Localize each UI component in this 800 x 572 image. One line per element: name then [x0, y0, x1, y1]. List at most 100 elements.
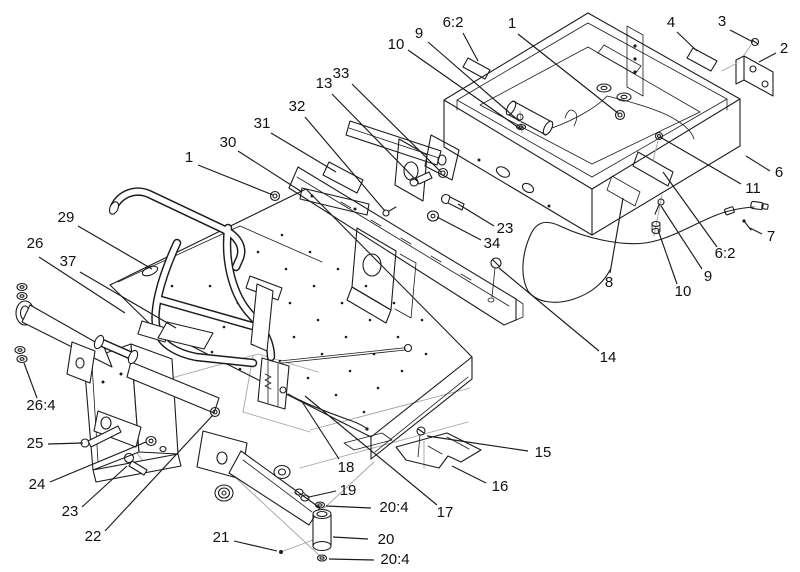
leader-line-23-29: [81, 465, 128, 508]
perforation-dot: [368, 318, 372, 322]
perforation-dot: [424, 352, 428, 356]
perforation-dot: [306, 376, 310, 380]
callout-label-23-29: 23: [62, 503, 79, 520]
perforation-dot: [336, 267, 340, 271]
callout-label-15-38: 15: [535, 444, 552, 461]
perforation-dot: [362, 410, 366, 414]
callout-label-11-8: 11: [745, 180, 761, 197]
perforation-dot: [210, 350, 214, 354]
perforation-dot: [222, 325, 226, 329]
perforation-dot: [238, 367, 242, 371]
perforation-dot: [348, 369, 352, 373]
perforation-dot: [344, 335, 348, 339]
perforation-dot: [320, 352, 324, 356]
callout-label-16-39: 16: [492, 478, 509, 495]
perforation-dot: [376, 386, 380, 390]
leader-line-20-36: [332, 536, 369, 540]
caster-arm-drawing: [196, 430, 332, 562]
leader-line-7-9: [749, 227, 763, 235]
callout-label-18-32: 18: [338, 459, 355, 476]
perforation-dot: [170, 284, 174, 288]
leader-line-23-20: [457, 203, 495, 227]
callout-label-10-0: 10: [388, 36, 405, 53]
callout-label-22-30: 22: [85, 528, 102, 545]
frame-box-drawing: [443, 12, 741, 236]
leader-line-26:4-26: [23, 362, 38, 399]
leader-line-16-39: [451, 465, 487, 484]
callout-label-4-4: 4: [667, 14, 675, 31]
leader-line-32-16: [304, 116, 386, 212]
callout-label-33-14: 33: [333, 65, 350, 82]
leader-line-13-15: [331, 93, 418, 182]
callout-label-37-25: 37: [60, 253, 77, 270]
callout-label-1-3: 1: [508, 15, 516, 32]
perforation-dot: [312, 284, 316, 288]
callout-label-23-20: 23: [497, 220, 514, 237]
pivot-arm-drawing: [14, 282, 139, 384]
callout-label-26-24: 26: [27, 235, 44, 252]
perforation-dot: [400, 369, 404, 373]
leader-line-19-33: [308, 490, 337, 498]
callout-label-13-15: 13: [316, 75, 333, 92]
leader-line-9-11: [660, 205, 703, 270]
callout-label-6:2-10: 6:2: [715, 245, 736, 262]
perforation-dot: [284, 267, 288, 271]
leader-line-6:2-2: [462, 32, 479, 62]
leader-line-14-22: [498, 267, 600, 352]
leader-line-8-13: [609, 197, 624, 274]
callout-label-1-19: 1: [185, 149, 193, 166]
callout-label-6:2-2: 6:2: [443, 14, 464, 31]
leader-line-24-28: [49, 441, 147, 483]
leader-line-9-1: [427, 41, 520, 122]
perforation-dot: [340, 301, 344, 305]
leader-line-11-8: [659, 136, 742, 185]
leader-line-1-3: [517, 33, 620, 115]
front-tower-drawing: [80, 343, 221, 483]
callout-label-30-18: 30: [220, 134, 237, 151]
callout-label-21-31: 21: [213, 529, 230, 546]
leader-line-31-17: [270, 132, 337, 173]
callout-label-34-21: 34: [484, 235, 501, 252]
leader-line-33-14: [351, 83, 442, 173]
callout-label-20:4-37: 20:4: [380, 551, 409, 568]
box-hardware-drawing: [515, 37, 774, 303]
leader-line-10-0: [407, 49, 523, 131]
leader-line-15-38: [426, 435, 529, 452]
perforation-dot: [420, 318, 424, 322]
leader-line-3-5: [729, 29, 754, 43]
leader-line-26-24: [38, 256, 126, 314]
cross-rail-drawing: [288, 120, 524, 326]
callout-label-19-33: 19: [340, 482, 357, 499]
callout-label-10-12: 10: [675, 283, 692, 300]
leader-line-25-27: [47, 442, 84, 445]
perforation-dot: [288, 301, 292, 305]
rail-hardware-drawing: [269, 167, 502, 469]
leader-line-18-32: [300, 399, 340, 460]
leader-line-17-35: [304, 395, 438, 506]
callout-label-24-28: 24: [29, 476, 46, 493]
leader-line-30-18: [237, 150, 303, 193]
perforation-dot: [308, 250, 312, 254]
leader-line-10-12: [657, 229, 678, 285]
callout-label-25-27: 25: [27, 435, 44, 452]
leader-line-21-31: [233, 540, 278, 552]
callout-label-7-9: 7: [767, 228, 775, 245]
perforation-dot: [364, 284, 368, 288]
callout-label-3-5: 3: [718, 13, 726, 30]
latch-cable-drawing: [257, 357, 369, 431]
leader-line-20:4-34: [325, 505, 372, 509]
callout-label-26:4-26: 26:4: [26, 397, 55, 414]
leader-line-22-30: [104, 414, 214, 532]
pan-perforations: [170, 233, 428, 414]
leader-line-2-6: [758, 52, 777, 63]
callout-label-9-1: 9: [415, 25, 423, 42]
callout-label-8-13: 8: [605, 274, 613, 291]
perforation-dot: [334, 393, 338, 397]
leader-line-1-19: [197, 164, 274, 196]
leader-line-29-23: [77, 225, 153, 270]
callout-label-14-22: 14: [600, 349, 617, 366]
leader-line-34-21: [436, 216, 482, 241]
